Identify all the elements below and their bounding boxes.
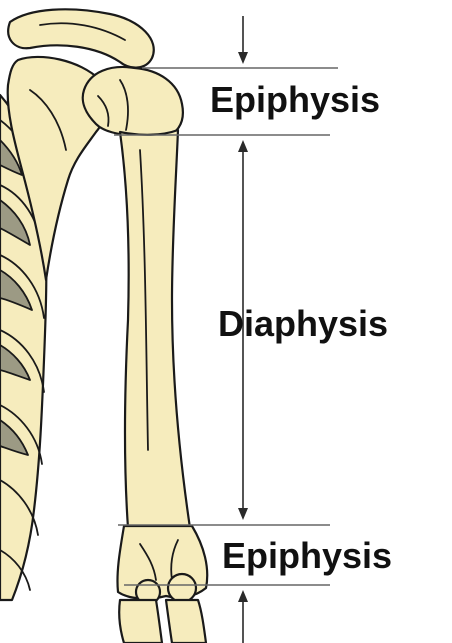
humerus-bone: [83, 67, 207, 604]
top-epiphysis-label: Epiphysis: [210, 79, 380, 120]
diaphysis-label: Diaphysis: [218, 303, 388, 344]
top-arrow: [238, 16, 248, 64]
bottom-epiphysis-label: Epiphysis: [222, 535, 392, 576]
bottom-arrow: [238, 590, 248, 643]
forearm-bones: [119, 600, 206, 643]
